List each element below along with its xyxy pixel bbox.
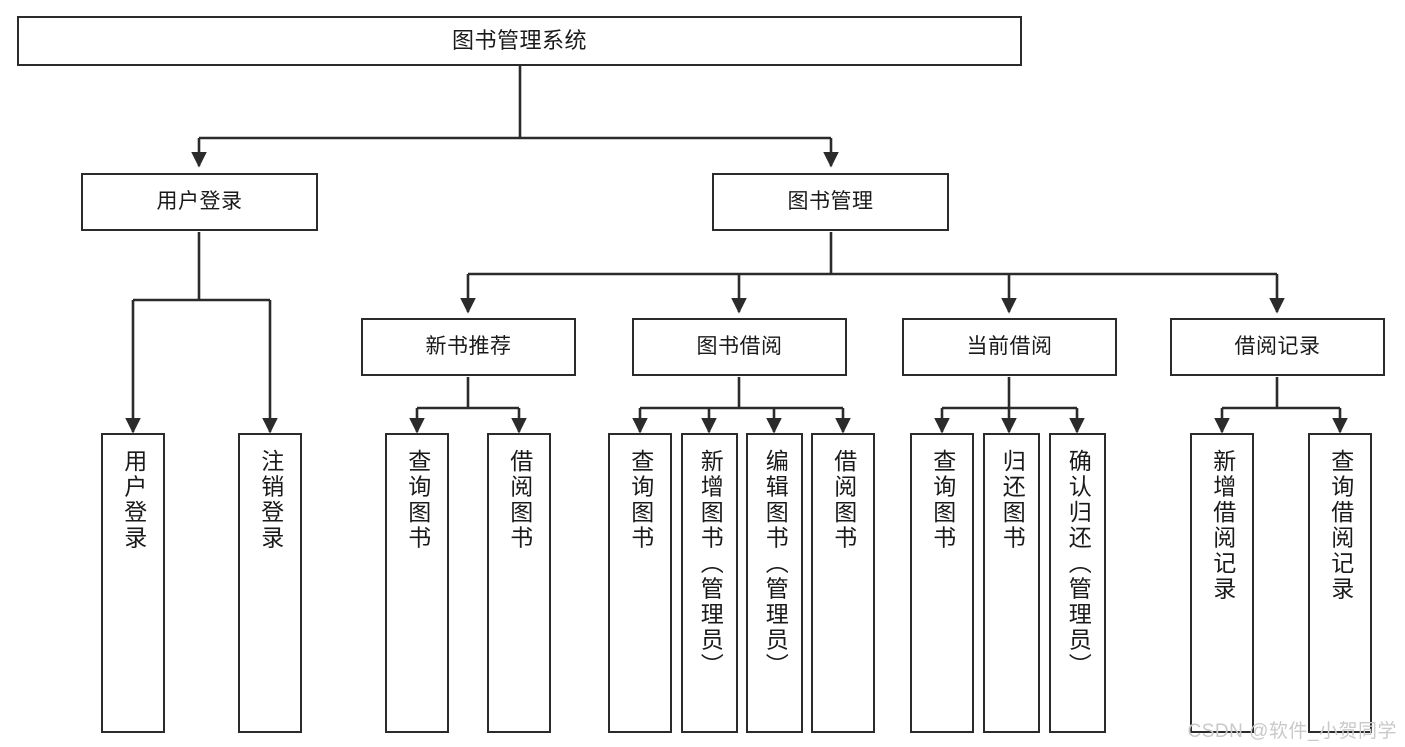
watermark-text: CSDN @软件_小贺同学: [1187, 721, 1397, 742]
node-current-borrow[interactable]: 当前借阅: [902, 318, 1117, 376]
node-label: 新增图书（管理员）: [697, 449, 724, 679]
leaf-query-book-current[interactable]: 查询图书: [910, 433, 974, 733]
leaf-borrow-book[interactable]: 借阅图书: [811, 433, 875, 733]
node-label: 确认归还（管理员）: [1065, 449, 1092, 679]
node-label: 图书借阅: [696, 334, 783, 358]
node-label: 注销登录: [257, 449, 284, 551]
node-label: 归还图书: [999, 449, 1026, 551]
node-label: 新增借阅记录: [1209, 449, 1236, 602]
node-new-book-recommend[interactable]: 新书推荐: [361, 318, 576, 376]
leaf-user-login[interactable]: 用户登录: [101, 433, 165, 733]
node-user-login[interactable]: 用户登录: [81, 173, 318, 231]
node-label: 查询借阅记录: [1327, 449, 1354, 602]
node-book-management[interactable]: 图书管理: [712, 173, 949, 231]
leaf-add-borrow-record[interactable]: 新增借阅记录: [1190, 433, 1254, 733]
node-label: 查询图书: [404, 449, 431, 551]
leaf-add-book-admin[interactable]: 新增图书（管理员）: [681, 433, 738, 733]
leaf-return-book[interactable]: 归还图书: [983, 433, 1040, 733]
node-label: 查询图书: [627, 449, 654, 551]
leaf-query-book-borrow[interactable]: 查询图书: [608, 433, 672, 733]
node-label: 当前借阅: [966, 334, 1053, 358]
node-label: 用户登录: [120, 449, 147, 551]
node-root-book-management-system[interactable]: 图书管理系统: [17, 16, 1022, 66]
node-borrow-record[interactable]: 借阅记录: [1170, 318, 1385, 376]
node-label: 借阅图书: [830, 449, 857, 551]
leaf-borrow-book-recommend[interactable]: 借阅图书: [487, 433, 551, 733]
leaf-query-book-recommend[interactable]: 查询图书: [385, 433, 449, 733]
node-book-borrow[interactable]: 图书借阅: [632, 318, 847, 376]
node-label: 借阅图书: [506, 449, 533, 551]
node-label: 借阅记录: [1234, 334, 1321, 358]
leaf-query-borrow-record[interactable]: 查询借阅记录: [1308, 433, 1372, 733]
leaf-logout-login[interactable]: 注销登录: [238, 433, 302, 733]
leaf-confirm-return-admin[interactable]: 确认归还（管理员）: [1049, 433, 1106, 733]
node-label: 新书推荐: [425, 334, 512, 358]
node-label: 编辑图书（管理员）: [762, 449, 789, 679]
node-label: 图书管理系统: [451, 28, 587, 54]
node-label: 查询图书: [929, 449, 956, 551]
leaf-edit-book-admin[interactable]: 编辑图书（管理员）: [746, 433, 803, 733]
node-label: 图书管理: [787, 189, 874, 213]
node-label: 用户登录: [156, 189, 243, 213]
